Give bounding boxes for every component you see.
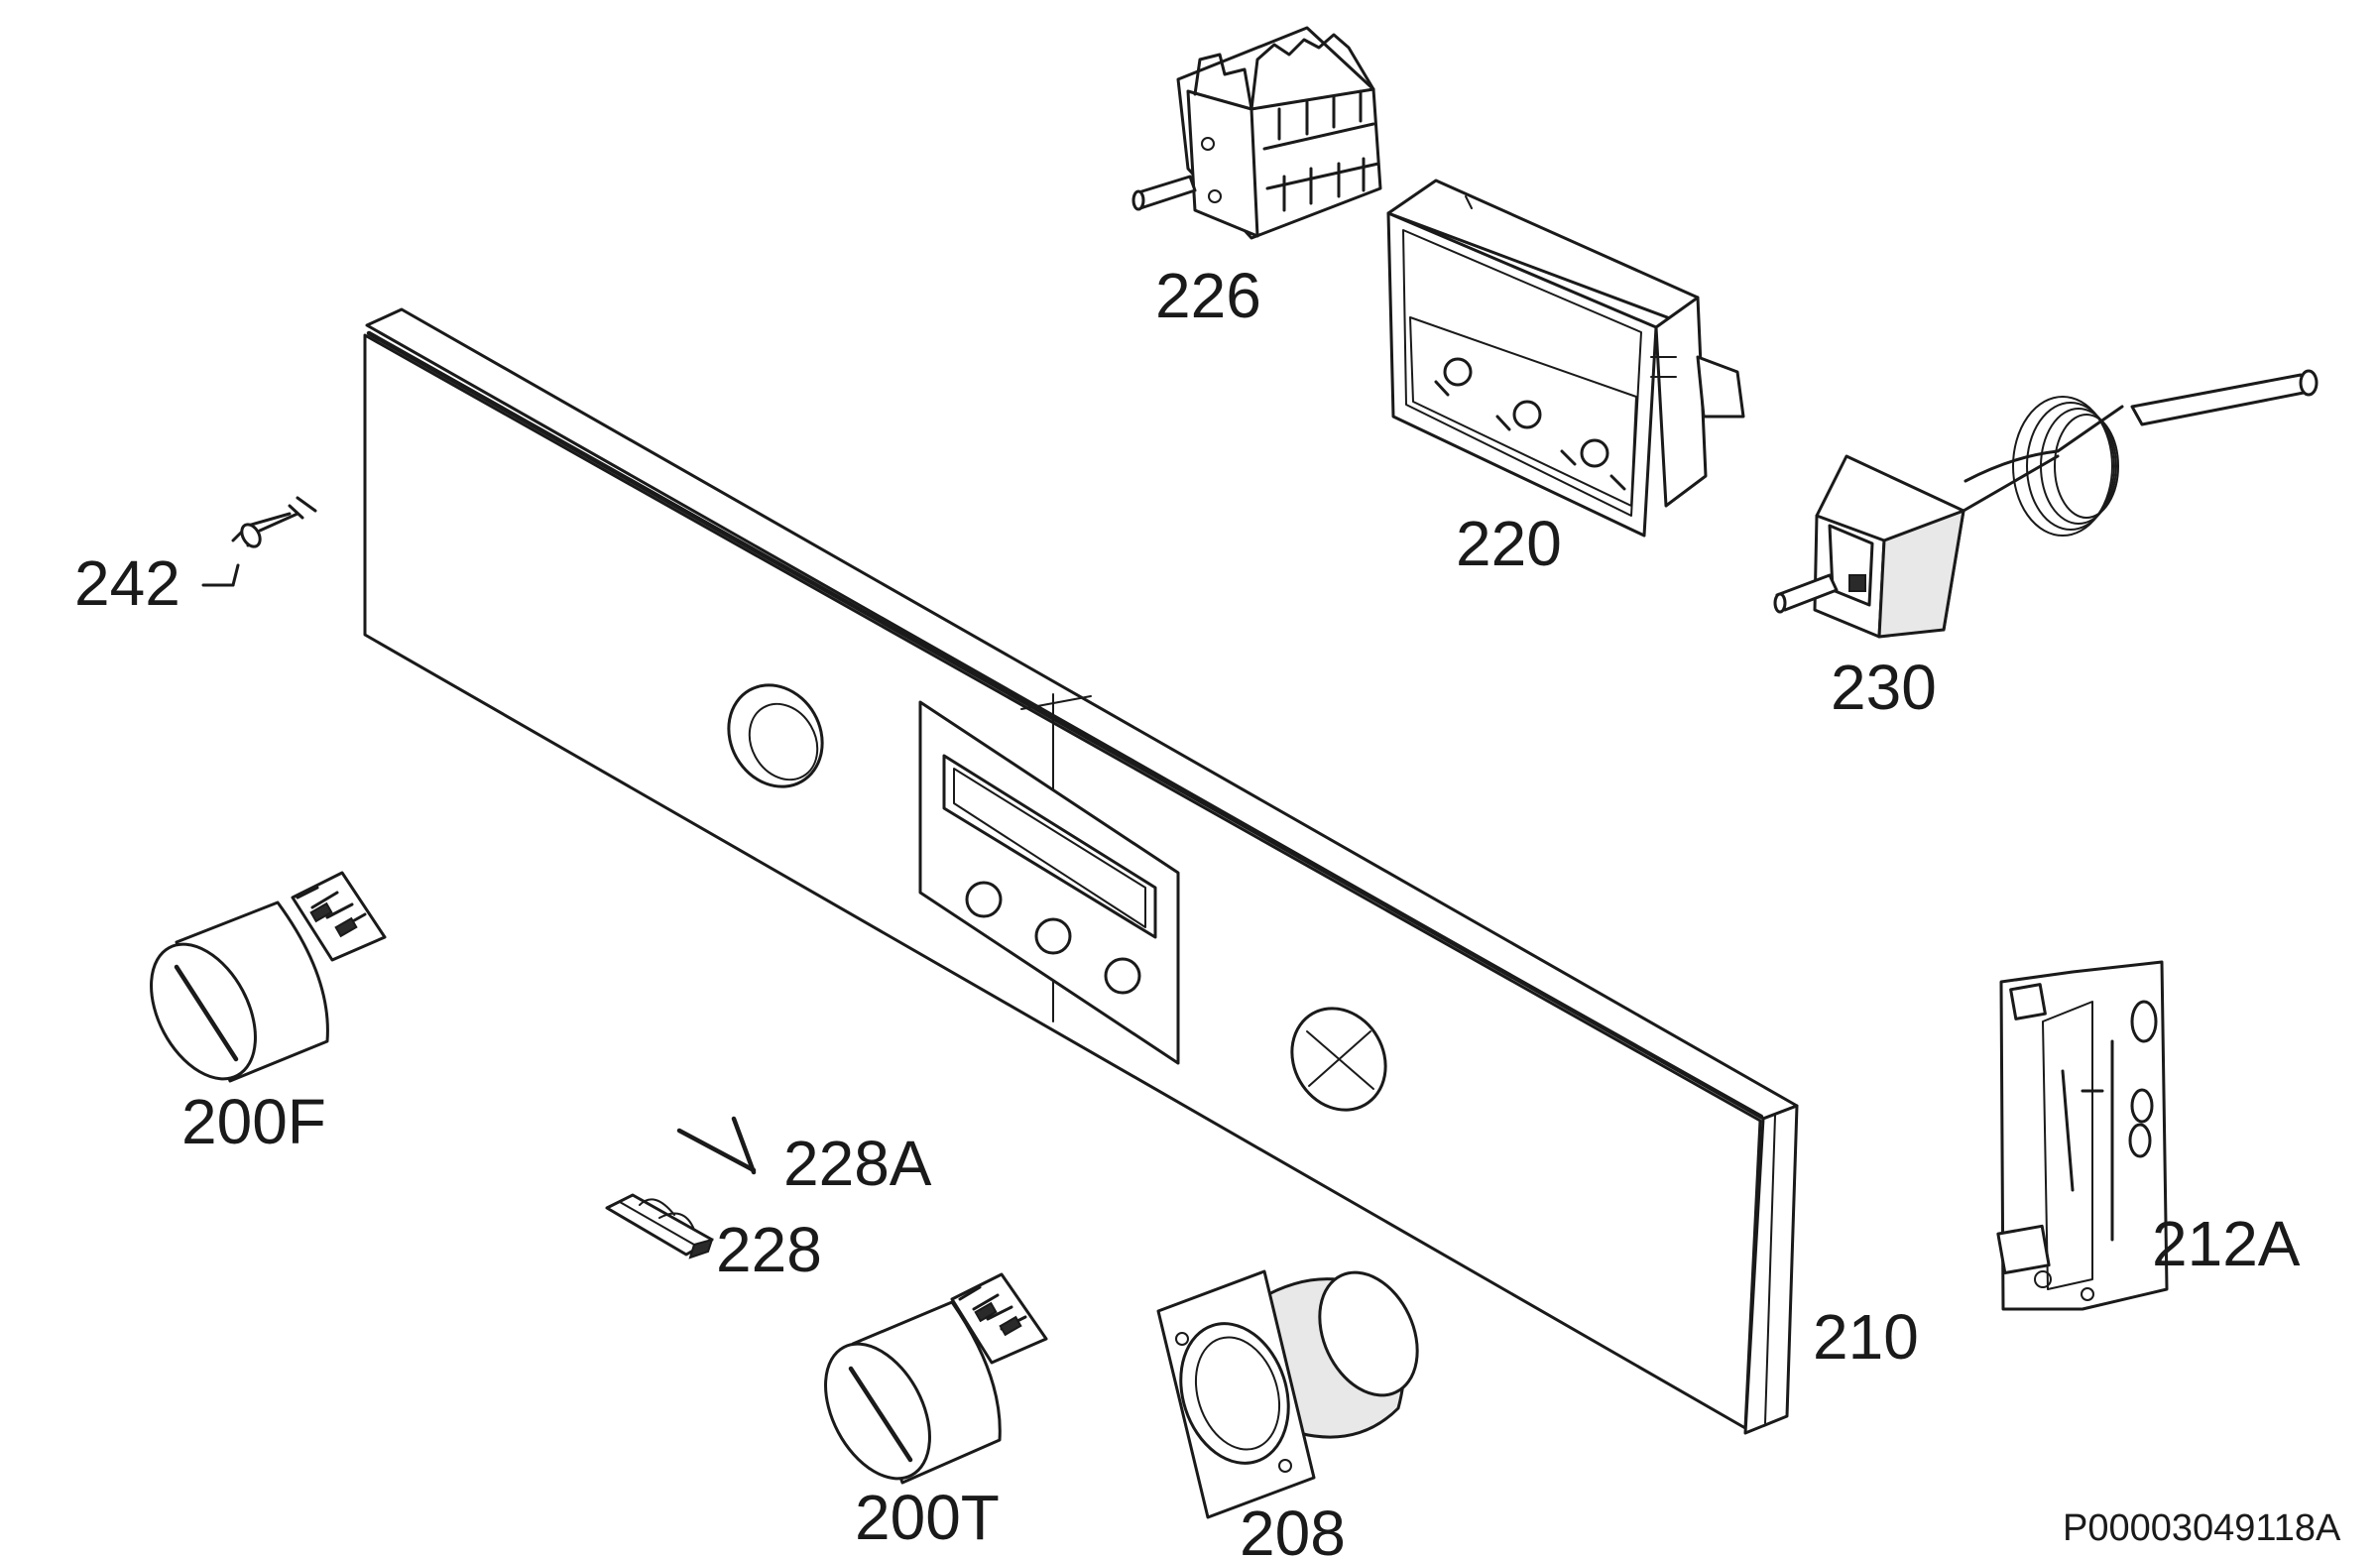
thermostat (1773, 369, 2319, 639)
function-selector (1131, 26, 1382, 240)
clip-part (605, 1193, 714, 1259)
timer-module (1386, 179, 1745, 538)
label-spring: 228A (783, 1128, 932, 1199)
oven-light-assembly (1156, 1269, 1419, 1519)
drawing-number: P00003049118A (2063, 1507, 2341, 1549)
label-control-panel: 210 (1813, 1301, 1919, 1373)
label-timer-module: 220 (1456, 508, 1562, 579)
temperature-knob (824, 1272, 1048, 1485)
label-thermostat: 230 (1831, 652, 1937, 723)
label-temperature-knob: 200T (855, 1482, 1000, 1553)
spring-part (676, 1116, 757, 1175)
label-screw: 242 (74, 547, 180, 619)
function-knob (150, 871, 387, 1083)
control-panel (363, 307, 1799, 1435)
screw-part (231, 496, 317, 548)
mounting-bracket (1996, 960, 2169, 1311)
label-light-bulb: 208 (1240, 1498, 1346, 1559)
label-function-selector: 226 (1155, 260, 1261, 331)
label-clip: 228 (716, 1214, 822, 1285)
label-function-knob: 200F (181, 1086, 326, 1157)
label-mounting-bracket: 212A (2152, 1208, 2301, 1279)
